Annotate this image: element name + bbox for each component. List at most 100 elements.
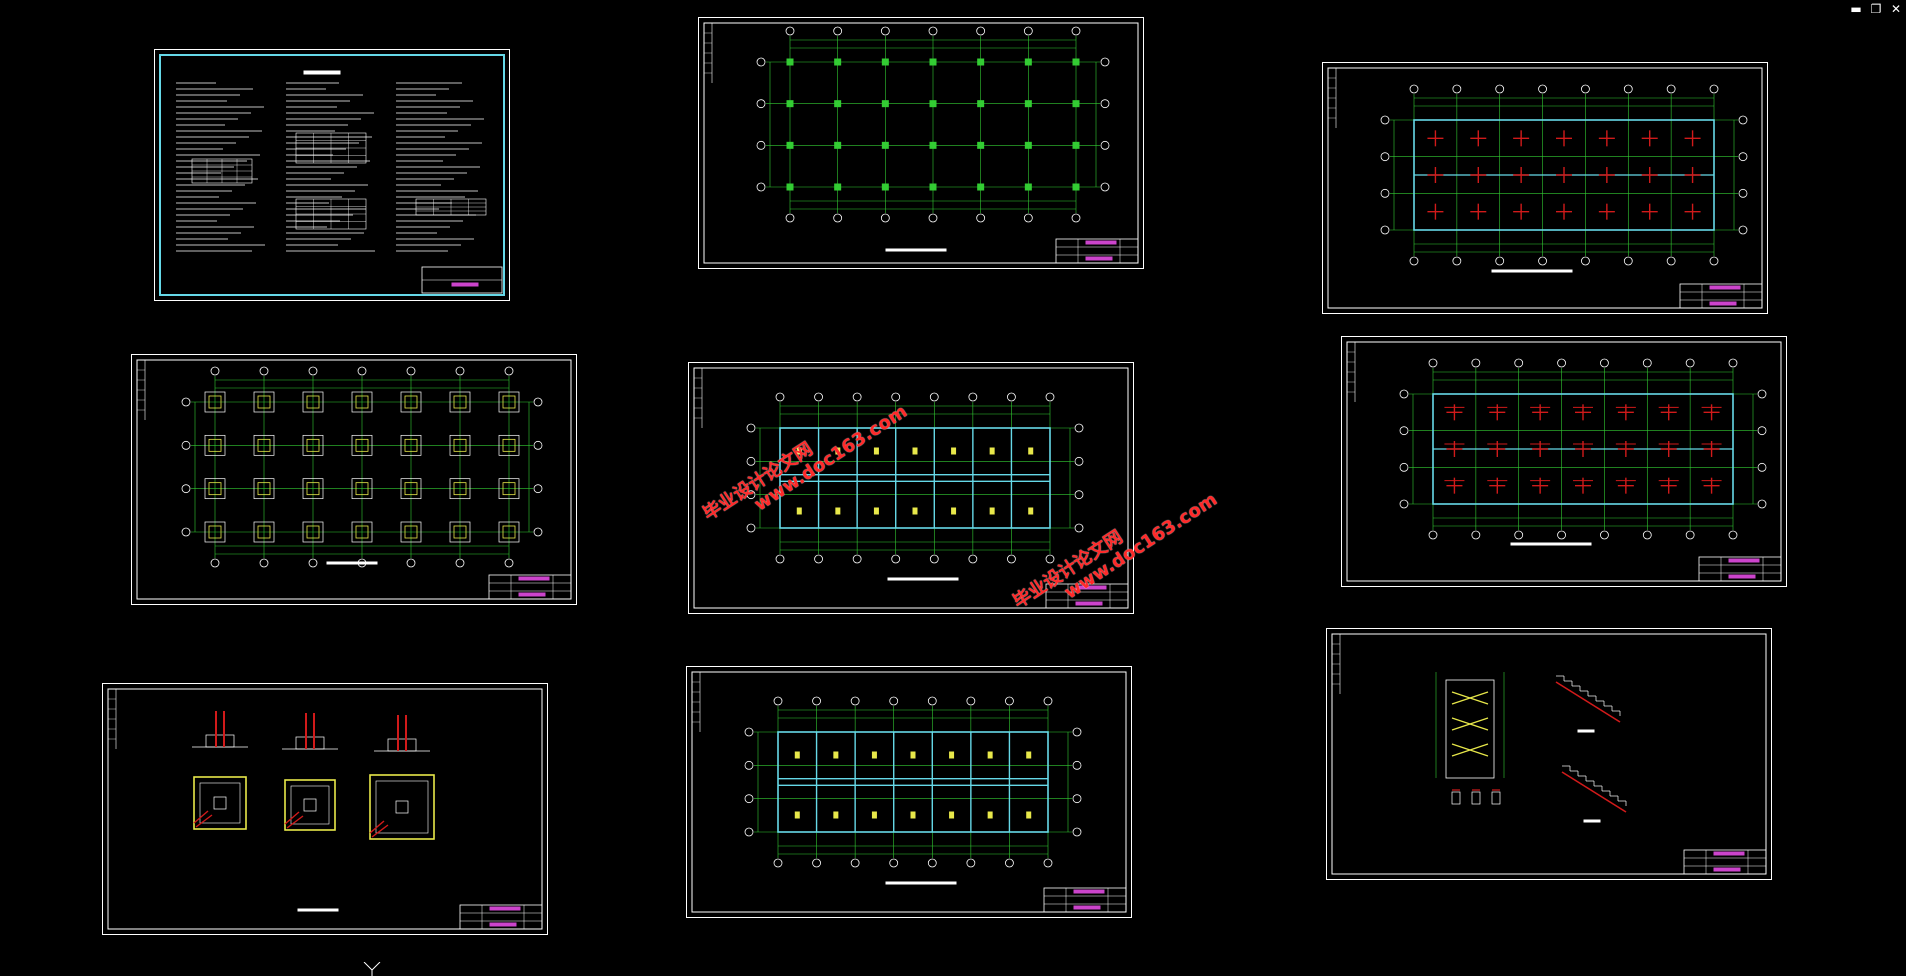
axis-bubble — [773, 858, 783, 868]
sheet-outer-frame — [102, 683, 548, 935]
column-marker — [1024, 183, 1032, 191]
axis-bubble — [533, 484, 543, 494]
axis-bubble — [181, 397, 191, 407]
title-block — [459, 904, 543, 930]
title-block-mark — [518, 592, 546, 597]
footing-pedestal — [453, 482, 467, 496]
axis-bubble — [1471, 358, 1481, 368]
sheet-footing-details[interactable] — [102, 683, 548, 935]
axis-bubble — [1709, 84, 1719, 94]
drawing-caption — [885, 248, 947, 252]
axis-bubble — [1685, 358, 1695, 368]
beam-label-mark — [833, 811, 839, 819]
axis-bubble — [1100, 99, 1110, 109]
sheet-stair-details[interactable] — [1326, 628, 1772, 880]
axis-bubble — [1728, 530, 1738, 540]
footing-outline — [400, 521, 422, 543]
axis-bubble — [1642, 358, 1652, 368]
axis-bubble — [1738, 115, 1748, 125]
axis-bubble — [1409, 256, 1419, 266]
sheet-floor-rebar-top-right[interactable] — [1322, 62, 1768, 314]
beam-label-mark — [1028, 507, 1034, 515]
axis-bubble — [1100, 140, 1110, 150]
axis-bubble — [1100, 182, 1110, 192]
axis-bubble — [1074, 456, 1084, 466]
footing-outline — [449, 434, 471, 456]
axis-bubble — [1005, 858, 1014, 868]
drawing-caption — [1577, 729, 1595, 733]
footing-outline — [351, 478, 373, 500]
beam-label-mark — [833, 751, 839, 759]
axis-bubble — [756, 57, 766, 67]
sheet-beam-layout-bottom-center[interactable] — [686, 666, 1132, 918]
beam-label-mark — [949, 811, 955, 819]
column-marker — [929, 183, 937, 191]
axis-bubble — [1043, 858, 1053, 868]
title-block-mark — [1073, 889, 1105, 894]
column-marker — [1072, 183, 1080, 191]
axis-bubble — [775, 392, 785, 402]
title-block-mark — [1728, 558, 1760, 563]
sheet-outer-frame — [686, 666, 1132, 918]
axis-bubble — [1409, 84, 1419, 94]
footing-rebar — [193, 810, 209, 824]
axis-bubble — [756, 140, 766, 150]
axis-bubble — [785, 26, 795, 36]
column-marker — [881, 100, 889, 108]
footing-pedestal — [502, 395, 516, 409]
crosshair-cursor-icon — [363, 962, 381, 976]
footing-column — [303, 798, 317, 812]
axis-bubble — [1023, 26, 1033, 36]
footing-pedestal — [208, 482, 222, 496]
beam-label-mark — [873, 447, 879, 455]
axis-bubble — [1757, 462, 1767, 472]
title-block-mark — [1085, 240, 1117, 245]
axis-bubble — [1380, 115, 1390, 125]
footing-rebar — [284, 811, 300, 825]
axis-bubble — [1005, 696, 1014, 706]
footing-outline — [253, 478, 275, 500]
footing-plan — [284, 779, 336, 831]
footing-pedestal — [208, 438, 222, 452]
axis-bubble — [1757, 389, 1767, 399]
column-marker — [1024, 58, 1032, 66]
title-block — [1679, 283, 1763, 309]
sheet-inner-frame — [1331, 633, 1767, 875]
axis-bubble — [1100, 57, 1110, 67]
footing-elevation — [205, 734, 235, 748]
footing-plan-inner — [290, 785, 330, 825]
column-marker — [834, 58, 842, 66]
restore-icon[interactable]: ❐ — [1870, 2, 1882, 16]
sheet-design-notes[interactable] — [154, 49, 510, 301]
sheet-column-layout[interactable] — [698, 17, 1144, 269]
footing-pedestal — [502, 438, 516, 452]
column-marker — [1024, 141, 1032, 149]
column-marker — [929, 58, 937, 66]
sheet-roof-rebar-right[interactable] — [1341, 336, 1787, 587]
title-block — [1045, 583, 1129, 609]
close-icon[interactable]: ✕ — [1890, 2, 1902, 16]
title-block — [488, 574, 572, 600]
axis-bubble — [1685, 530, 1695, 540]
minimize-icon[interactable]: ▬ — [1850, 2, 1862, 16]
axis-bubble — [455, 558, 465, 568]
axis-bubble — [1600, 358, 1609, 368]
footing-column — [213, 796, 227, 810]
footing-pedestal — [306, 438, 320, 452]
beam-label-mark — [910, 811, 916, 819]
axis-bubble — [928, 26, 938, 36]
sheet-foundation-plan[interactable] — [131, 354, 577, 605]
footing-pedestal — [257, 395, 271, 409]
footing-pedestal — [404, 482, 418, 496]
axis-bubble — [210, 366, 220, 376]
column-marker — [881, 141, 889, 149]
axis-bubble — [1428, 530, 1438, 540]
axis-bubble — [504, 366, 514, 376]
title-block-mark — [489, 906, 521, 911]
beam-label-mark — [835, 507, 841, 515]
beam-label-mark — [794, 751, 800, 759]
axis-bubble — [1380, 152, 1390, 162]
sheet-beam-layout-center[interactable] — [688, 362, 1134, 614]
axis-bubble — [533, 440, 543, 450]
sheet-outer-frame — [1322, 62, 1768, 314]
